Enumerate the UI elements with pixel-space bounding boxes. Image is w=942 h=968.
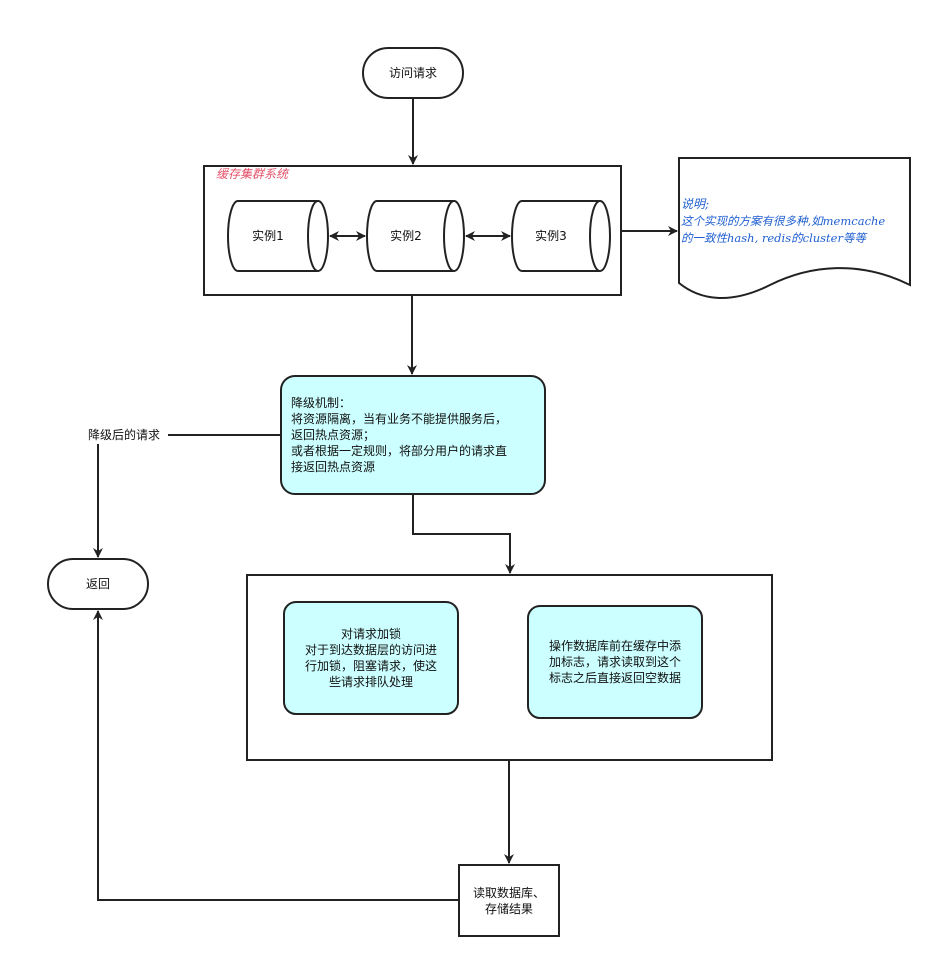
note-text-block: 说明; 这个实现的方案有很多种,如memcache 的一致性hash, redi… <box>681 196 909 247</box>
db-line-1: 读取数据库、 <box>472 886 545 900</box>
degrade-text-block: 降级机制： 将资源隔离，当有业务不能提供服务后， 返回热点资源； 或者根据一定规… <box>291 395 543 475</box>
lock-line-1: 对请求加锁 <box>340 627 401 641</box>
return-label: 返回 <box>85 577 110 591</box>
lock-line-3: 行加锁，阻塞请求，使这 <box>304 659 437 673</box>
start-label: 访问请求 <box>388 66 437 80</box>
lock-text-block: 对请求加锁 对于到达数据层的访问进 行加锁，阻塞请求，使这 些请求排队处理 <box>286 626 456 690</box>
flag-text-block: 操作数据库前在缓存中添 加标志，请求读取到这个 标志之后直接返回空数据 <box>530 638 700 686</box>
instance-3-label: 实例3 <box>535 229 567 243</box>
lock-line-4: 些请求排队处理 <box>328 675 413 689</box>
instance-3-cylinder <box>511 200 611 272</box>
note-document-shape <box>678 157 911 299</box>
return-terminal <box>47 558 149 610</box>
edge-db-to-return <box>93 610 459 901</box>
degrade-line-4: 或者根据一定规则，将部分用户的请求直 <box>291 444 508 458</box>
instance-2-cylinder <box>366 200 465 272</box>
instance-1-cylinder <box>227 200 329 272</box>
degrade-line-2: 将资源隔离，当有业务不能提供服务后， <box>291 412 508 426</box>
instance-1-label: 实例1 <box>252 229 284 243</box>
note-line-3: 的一致性hash, redis的cluster等等 <box>681 231 866 245</box>
note-line-2: 这个实现的方案有很多种,如memcache <box>681 214 886 228</box>
db-process-box <box>458 864 560 937</box>
degrade-line-3: 返回热点资源； <box>291 428 376 442</box>
flag-line-3: 标志之后直接返回空数据 <box>548 671 681 685</box>
degrade-line-5: 接返回热点资源 <box>291 460 376 474</box>
flag-process-box <box>527 605 703 719</box>
edge-degrade-to-container <box>412 494 515 574</box>
degrade-line-1: 降级机制： <box>291 396 352 410</box>
cluster-title: 缓存集群系统 <box>216 167 289 181</box>
db-line-2: 存储结果 <box>484 902 533 916</box>
edge-degrade-to-return <box>93 434 281 558</box>
db-text-block: 读取数据库、 存储结果 <box>459 885 559 917</box>
lock-line-2: 对于到达数据层的访问进 <box>304 643 437 657</box>
instance-2-label: 实例2 <box>390 229 422 243</box>
note-line-1: 说明; <box>681 197 710 211</box>
flag-line-1: 操作数据库前在缓存中添 <box>548 639 681 653</box>
lock-process-box <box>283 601 459 715</box>
degrade-edge-label: 降级后的请求 <box>88 428 161 442</box>
flag-line-2: 加标志，请求读取到这个 <box>548 655 681 669</box>
